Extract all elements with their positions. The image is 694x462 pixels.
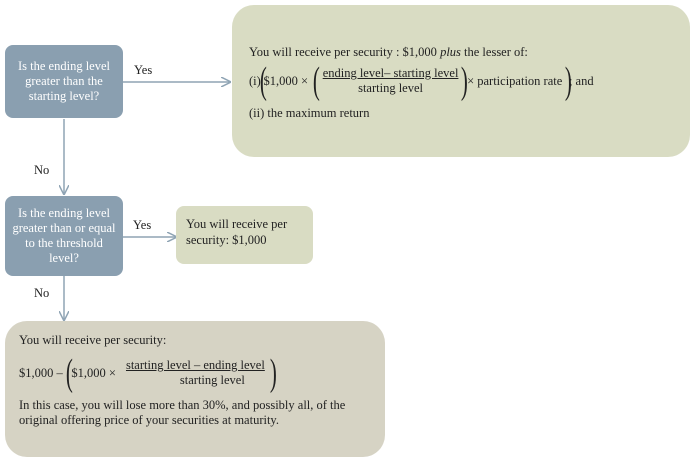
loss-formula-amount: $1,000 ×	[71, 365, 116, 380]
loss-right-paren: )	[269, 352, 277, 394]
upside-intro-prefix: You will receive per security : $1,000	[249, 45, 441, 59]
upside-intro-italic: plus	[440, 45, 461, 59]
upside-item1-amount: $1,000 ×	[263, 73, 309, 88]
upside-formula: (i) ( $1,000 × ( ending level– starting …	[249, 62, 690, 100]
upside-fraction-numerator: ending level– starting level	[322, 66, 459, 80]
upside-fraction-denominator: starting level	[358, 81, 424, 95]
threshold-outcome-text: You will receive per security: $1,000	[186, 217, 288, 247]
loss-fraction-denominator: starting level	[179, 373, 245, 387]
loss-formula-prefix: $1,000 –	[19, 365, 63, 380]
outcome-box-threshold: You will receive per security: $1,000	[176, 206, 313, 264]
inner-right-paren: )	[461, 60, 469, 102]
outcome-box-upside: You will receive per security : $1,000 p…	[232, 5, 690, 157]
loss-note: In this case, you will lose more than 30…	[19, 398, 346, 427]
question-box-1: Is the ending level greater than the sta…	[5, 45, 123, 118]
question-box-2: Is the ending level greater than or equa…	[5, 196, 123, 276]
upside-intro-suffix: the lesser of:	[460, 45, 528, 59]
edge-label-no-1: No	[34, 163, 50, 177]
upside-item1-prefix: (i)	[249, 73, 261, 88]
loss-left-paren: (	[65, 352, 73, 394]
edge-label-yes-2: Yes	[133, 218, 152, 232]
upside-item2: (ii) the maximum return	[249, 106, 370, 120]
big-left-paren: (	[259, 60, 267, 102]
question-text-1: Is the ending level greater than the sta…	[18, 59, 110, 103]
loss-formula: $1,000 – ( $1,000 × starting level – end…	[19, 354, 371, 392]
loss-intro: You will receive per security:	[19, 333, 167, 347]
upside-intro: You will receive per security : $1,000 p…	[249, 45, 690, 60]
question-text-2: Is the ending level greater than or equa…	[12, 206, 116, 265]
upside-fraction: ending level– starting level starting le…	[323, 66, 459, 96]
loss-fraction: starting level – ending level starting l…	[126, 358, 265, 388]
edge-label-yes-1: Yes	[134, 63, 153, 77]
big-right-paren: )	[565, 60, 573, 102]
upside-item1-suffix: ; and	[568, 73, 594, 88]
upside-item1-times: × participation rate	[467, 73, 563, 88]
loss-fraction-numerator: starting level – ending level	[125, 358, 265, 372]
inner-left-paren: (	[312, 60, 320, 102]
edge-label-no-2: No	[34, 286, 50, 300]
outcome-box-loss: You will receive per security: $1,000 – …	[5, 321, 385, 457]
